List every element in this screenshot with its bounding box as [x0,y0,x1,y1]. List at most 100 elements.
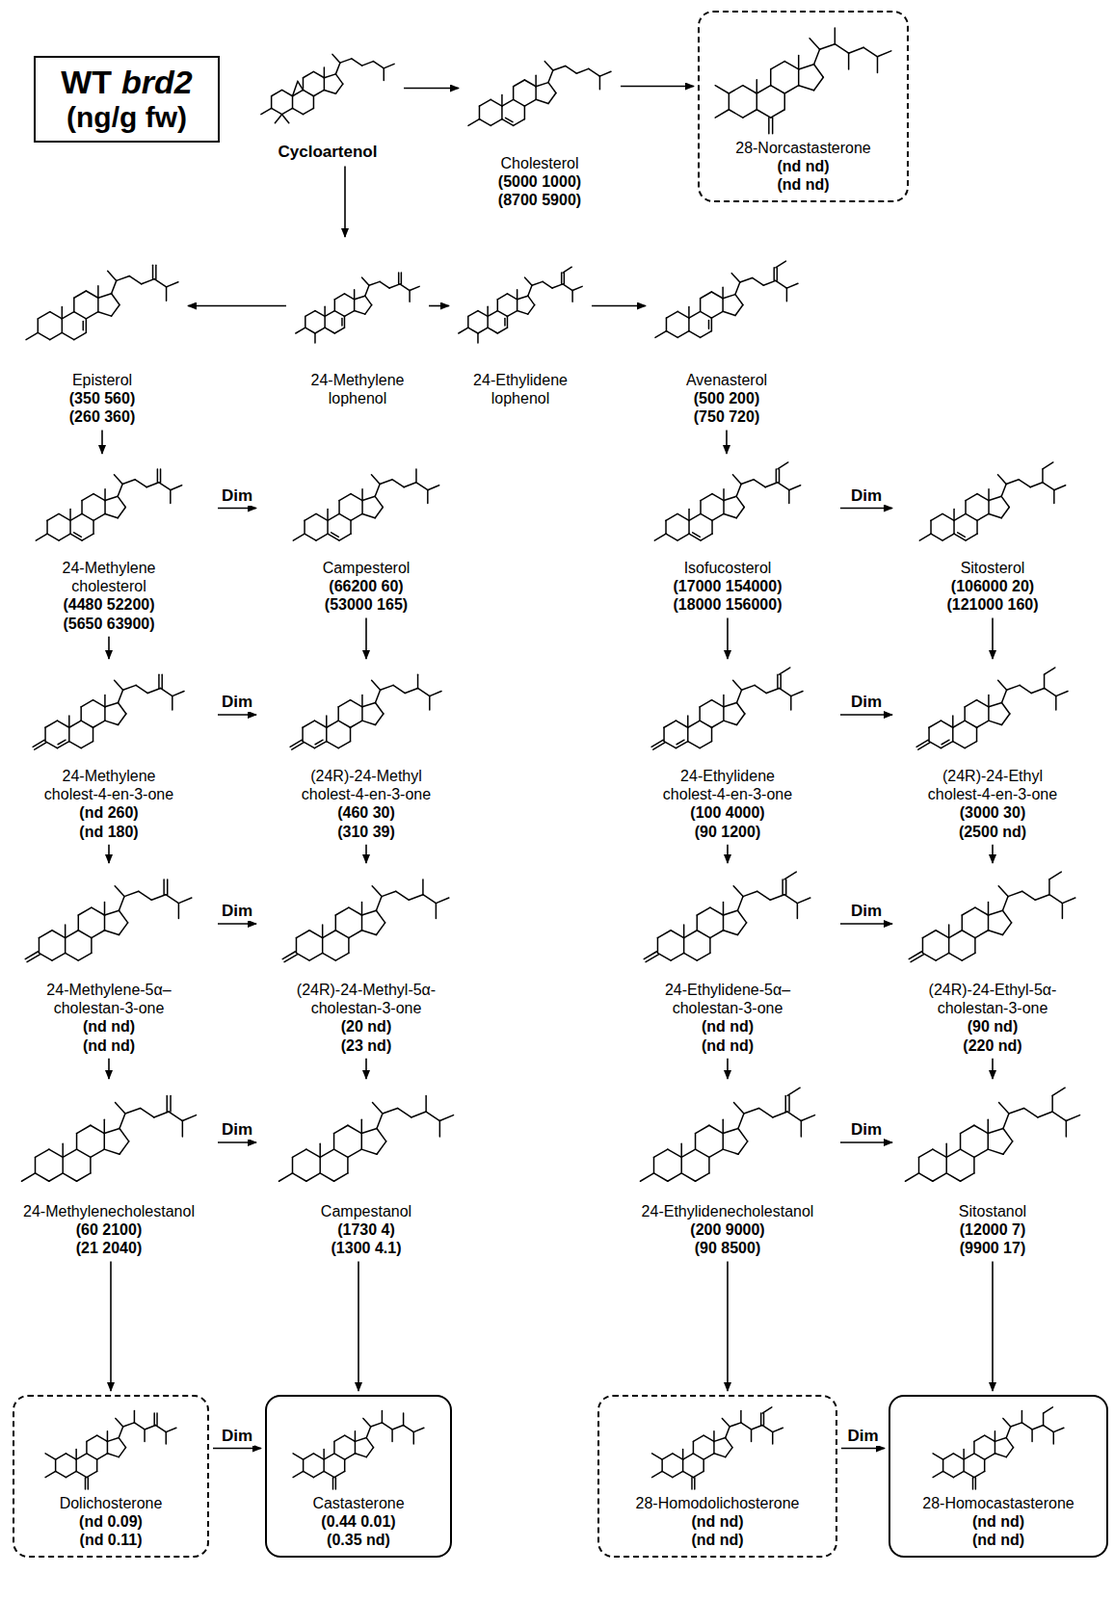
bond-line [89,1157,92,1174]
bond-line [994,1438,1007,1443]
bond-line [105,496,118,501]
bond-line [91,930,106,939]
bond-line [52,953,66,961]
bond-line [725,1448,733,1459]
bond-line [93,700,106,708]
bond-line [379,281,390,289]
bond-line [506,316,509,328]
bond-line [396,891,409,901]
bond-line [322,1449,325,1460]
bond-line [714,1454,726,1459]
bond-line [371,680,381,690]
bond-line [652,1454,664,1460]
bond-line [77,1149,91,1158]
bond-line [96,1459,99,1472]
bond-line [98,293,112,298]
bond-line [159,482,171,491]
bond-line [334,1435,345,1442]
bond-line [737,910,746,924]
name-line: 24-Ethylidene-5α– [618,981,837,1000]
compound-node: 24-Methylenecholestanol(60 2100)(21 2040… [3,1083,214,1259]
bond-line [708,1157,711,1174]
bond-line [98,312,112,317]
pathway-arrow [840,923,893,926]
bond-line [362,61,374,67]
bond-line [57,740,66,745]
bond-line [133,1423,145,1431]
amount-value: (5000 1000) [462,172,617,191]
bond-line [117,702,126,715]
edge-label: Dim [219,902,255,922]
bond-line [1065,1121,1068,1139]
bond-line [271,89,283,96]
compound-name: 24-Methylenecholestanol [3,1202,214,1221]
bond-line [334,1471,345,1478]
bond-line [571,291,574,303]
bond-line [769,69,772,86]
bond-line [323,1471,335,1478]
bond-line [977,513,989,521]
bond-line [965,533,978,541]
bond-line [834,44,849,54]
bond-line [111,280,117,293]
bond-line [335,953,349,961]
bond-line [138,891,152,901]
compound-node: Sitostanol(12000 7)(9900 17) [896,1083,1089,1259]
bond-line [696,930,711,939]
bond-line [778,469,781,483]
compound-name: (24R)-24-Ethyl-5α- cholestan-3-one [896,981,1089,1018]
bond-line [997,475,1007,485]
bond-line [713,1441,716,1454]
bond-line [97,1454,108,1460]
amount-value: (nd nd) [703,175,903,194]
bond-line [1007,891,1023,897]
bond-line [994,1454,1007,1459]
bond-line [784,895,797,904]
pathway-arrow [726,845,729,864]
bond-line [416,482,428,491]
bond-line [653,742,665,750]
bond-line [97,1435,108,1442]
compound-node: 24-Ethylidene cholest-4-en-3-one(100 400… [618,663,837,842]
bond-line [988,513,1002,518]
bond-line [733,680,743,690]
bond-line [116,276,131,282]
name-line: Castasterone [270,1494,447,1513]
bond-line [975,1478,978,1490]
name-line: Avenasterol [649,371,804,390]
bond-line [738,1114,744,1129]
bond-line [834,27,837,45]
bond-line [677,331,690,339]
bond-line [988,910,1004,916]
bond-line [769,895,785,902]
bond-line [313,1471,324,1478]
structure-drawing [896,663,1089,768]
bond-line [497,311,507,318]
bond-line [1001,702,1009,715]
bond-line [777,462,789,470]
bond-line [323,78,326,91]
bond-line [684,953,698,961]
bond-line [302,1459,305,1472]
pathway-arrow [365,618,368,660]
compound-name: Episterol [20,371,185,390]
bond-line [169,490,172,504]
pathway-arrow [357,1262,360,1392]
name-line: 24-Methylene [290,371,425,390]
bond-line [61,1157,64,1174]
compound-node: 24-Ethylidene lophenol [452,240,588,408]
bond-line [354,311,366,316]
bond-line [322,1459,325,1472]
pathway-arrow [365,1059,368,1080]
bond-line [468,119,479,127]
bond-line [772,1112,788,1118]
bond-line [703,1454,715,1460]
bond-line [292,107,304,114]
bond-line [56,742,69,749]
compound-node: Campestanol(1730 4)(1300 4.1) [260,1083,473,1259]
bond-line [693,1478,696,1490]
edge-label: Dim [219,693,255,713]
name-line: cholesterol [3,577,214,596]
bond-line [46,520,49,534]
